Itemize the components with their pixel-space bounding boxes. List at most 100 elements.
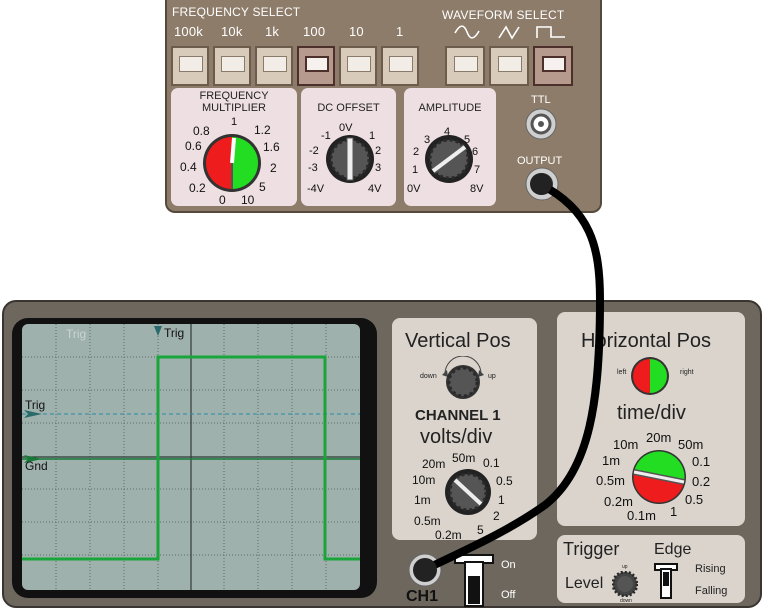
oscilloscope-screen: Trig Trig Trig Gnd xyxy=(22,324,360,590)
dc-offset-title: DC OFFSET xyxy=(317,102,380,114)
amplitude-tick-6: 6 xyxy=(472,146,479,158)
output-connector[interactable] xyxy=(525,167,559,201)
channel-1-title: CHANNEL 1 xyxy=(415,407,501,424)
trig-position-marker-icon[interactable] xyxy=(153,325,163,337)
trig-level-arrow-icon[interactable] xyxy=(24,410,42,419)
power-on-label: On xyxy=(501,559,516,571)
freq-label-1k: 1k xyxy=(265,24,280,39)
trigger-title: Trigger xyxy=(563,539,620,559)
volts-tick-10m: 10m xyxy=(412,473,436,487)
freq-button-1k[interactable] xyxy=(255,46,293,86)
time-tick-0-5m: 0.5m xyxy=(596,473,625,488)
power-switch[interactable] xyxy=(454,552,494,608)
frequency-select-title: FREQUENCY SELECT xyxy=(172,5,301,19)
triangle-wave-icon xyxy=(498,25,520,40)
frequency-multiplier-title-2: MULTIPLIER xyxy=(202,102,266,114)
frequency-multiplier-knob[interactable] xyxy=(201,132,263,194)
freq-label-100: 100 xyxy=(303,24,326,39)
amplitude-tick-1: 1 xyxy=(412,164,419,176)
dc-offset-knob[interactable] xyxy=(325,134,375,184)
dc-offset-tick-neg1: -1 xyxy=(321,130,331,142)
waveform-select-title: WAVEFORM SELECT xyxy=(442,8,565,22)
freq-mult-tick-10: 10 xyxy=(241,193,255,207)
amplitude-tick-8v: 8V xyxy=(470,183,484,195)
time-tick-1m: 1m xyxy=(602,453,621,468)
trace-layer xyxy=(22,355,360,561)
freq-mult-tick-0-4: 0.4 xyxy=(180,160,197,174)
trigger-level-label: Level xyxy=(565,575,604,592)
dc-offset-panel: DC OFFSET 0V 1 2 3 4V -4V -3 -2 -1 xyxy=(301,88,396,206)
freq-button-1[interactable] xyxy=(381,46,419,86)
freq-mult-tick-1-2: 1.2 xyxy=(254,123,271,137)
freq-label-100k: 100k xyxy=(174,24,203,39)
sine-wave-icon xyxy=(454,25,480,39)
time-tick-10m: 10m xyxy=(613,437,639,452)
horizontal-right-label: right xyxy=(680,369,694,376)
power-off-label: Off xyxy=(501,589,516,601)
ttl-connector[interactable] xyxy=(525,108,557,140)
freq-button-100k[interactable] xyxy=(171,46,209,86)
volts-div-knob[interactable] xyxy=(444,468,492,516)
waveform-trace xyxy=(22,355,360,561)
gnd-label: Gnd xyxy=(25,459,48,473)
amplitude-tick-7: 7 xyxy=(474,164,481,176)
edge-switch[interactable] xyxy=(654,562,678,600)
edge-title: Edge xyxy=(654,541,692,558)
freq-label-10: 10 xyxy=(349,24,364,39)
amplitude-panel: AMPLITUDE 4 5 6 7 8V 0V 1 2 3 xyxy=(404,88,496,206)
dc-offset-tick-4v: 4V xyxy=(368,183,382,195)
ch1-input-connector[interactable] xyxy=(408,553,442,587)
amplitude-tick-5: 5 xyxy=(464,134,471,146)
volts-tick-0-5m: 0.5m xyxy=(414,514,441,528)
horizontal-pos-title: Horizontal Pos xyxy=(581,330,712,352)
dc-offset-tick-3: 3 xyxy=(375,162,382,174)
frequency-multiplier-title-1: FREQUENCY xyxy=(199,90,269,102)
trig-top-label: Trig xyxy=(164,326,185,340)
trigger-level-knob[interactable] xyxy=(612,571,638,597)
volts-tick-50m: 50m xyxy=(452,451,476,465)
function-generator: FREQUENCY SELECT WAVEFORM SELECT 100k 10… xyxy=(165,0,602,213)
freq-button-100[interactable] xyxy=(297,46,335,86)
amplitude-tick-3: 3 xyxy=(424,134,431,146)
vertical-panel: Vertical Pos down up CHANNEL 1 volts/div… xyxy=(392,318,537,542)
time-tick-1: 1 xyxy=(670,504,678,519)
dc-offset-tick-neg3: -3 xyxy=(308,162,318,174)
dc-offset-tick-1: 1 xyxy=(369,130,376,142)
amplitude-knob[interactable] xyxy=(424,134,474,184)
volts-tick-0-2m: 0.2m xyxy=(435,528,462,542)
time-div-knob[interactable] xyxy=(631,449,687,505)
edge-rising-label: Rising xyxy=(695,563,726,575)
waveform-button-sine[interactable] xyxy=(445,46,485,86)
freq-mult-tick-0-8: 0.8 xyxy=(193,124,210,138)
amplitude-tick-0v: 0V xyxy=(407,183,421,195)
trigger-level-up-label: up xyxy=(622,564,628,570)
freq-mult-tick-5: 5 xyxy=(259,180,266,194)
waveform-button-square[interactable] xyxy=(533,46,573,86)
time-tick-0-2m: 0.2m xyxy=(604,494,633,509)
freq-mult-tick-0-6: 0.6 xyxy=(185,139,202,153)
trigger-level-down-label: down xyxy=(620,598,632,604)
vertical-position-knob[interactable] xyxy=(438,356,488,402)
volts-tick-5: 5 xyxy=(477,523,484,537)
time-tick-20m: 20m xyxy=(646,430,672,445)
freq-button-10[interactable] xyxy=(339,46,377,86)
ttl-label: TTL xyxy=(531,94,551,106)
output-label: OUTPUT xyxy=(517,155,563,167)
freq-label-10k: 10k xyxy=(221,24,243,39)
freq-mult-tick-1: 1 xyxy=(231,116,238,128)
freq-mult-tick-2: 2 xyxy=(270,161,277,175)
volts-tick-20m: 20m xyxy=(422,457,446,471)
freq-button-10k[interactable] xyxy=(213,46,251,86)
volts-tick-0-1: 0.1 xyxy=(483,456,500,470)
horizontal-panel: Horizontal Pos left right time/div 20m 5… xyxy=(557,312,745,526)
horizontal-left-label: left xyxy=(617,369,627,376)
horizontal-position-knob[interactable] xyxy=(630,356,670,396)
time-div-title: time/div xyxy=(617,402,686,424)
vertical-down-label: down xyxy=(420,373,437,380)
gnd-arrow-icon[interactable] xyxy=(24,455,42,464)
vertical-pos-title: Vertical Pos xyxy=(405,330,511,352)
frequency-multiplier-panel: FREQUENCY MULTIPLIER 1 1.2 1.6 2 5 10 0 … xyxy=(171,88,297,207)
time-tick-0-1m: 0.1m xyxy=(627,508,656,523)
amplitude-tick-4: 4 xyxy=(444,126,451,138)
waveform-button-triangle[interactable] xyxy=(489,46,529,86)
